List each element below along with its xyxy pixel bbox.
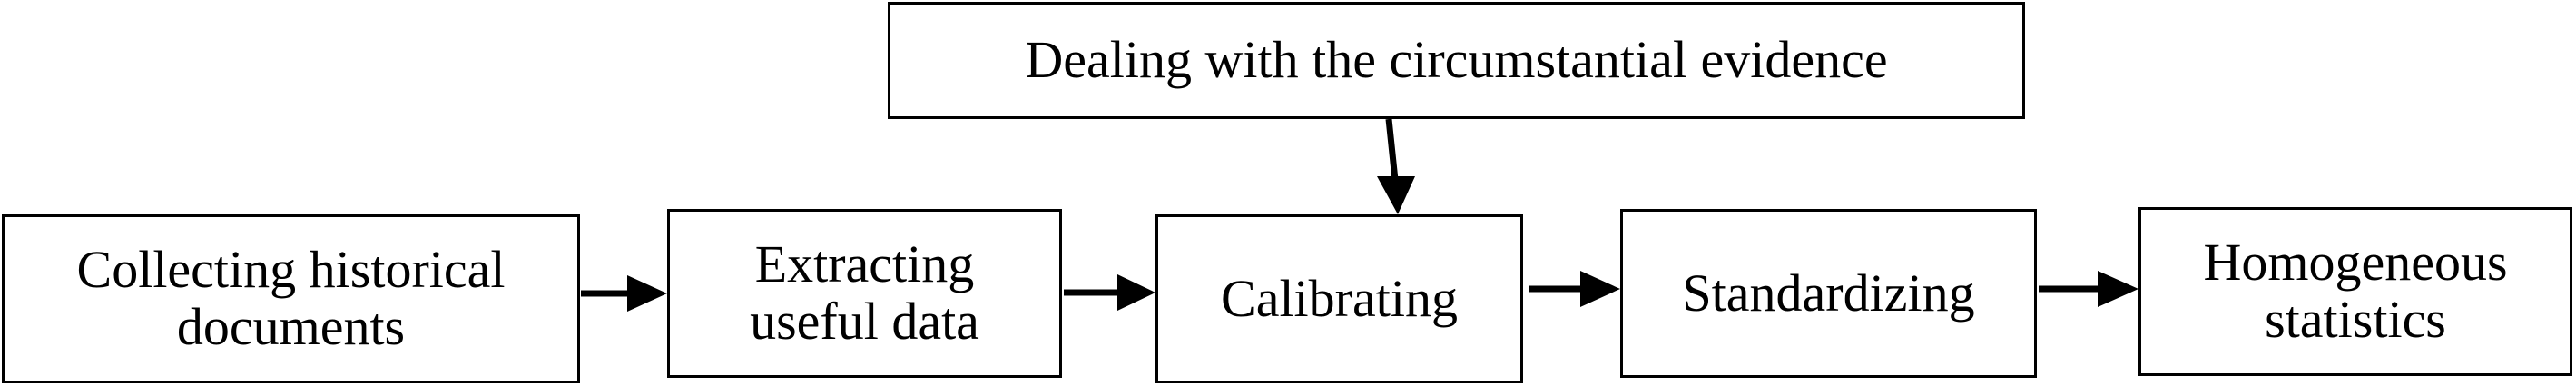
step-4-label: Standardizing (1682, 263, 1975, 322)
arrow-line-top-to-calibrating (1385, 118, 1399, 181)
step-standardizing-box: Standardizing (1620, 209, 2037, 378)
step-calibrating-box: Calibrating (1155, 214, 1523, 383)
step-3-label: Calibrating (1221, 268, 1458, 328)
circumstantial-evidence-label: Dealing with the circumstantial evidence (1025, 30, 1888, 90)
step-1-line-1: Collecting historical (76, 240, 506, 300)
step-extracting-data-box: Extracting useful data (667, 209, 1062, 378)
step-2-line-1: Extracting (754, 234, 975, 294)
step-homogeneous-statistics-box: Homogeneous statistics (2138, 207, 2572, 376)
step-collecting-documents-box: Collecting historical documents (2, 214, 580, 383)
step-5-line-2: statistics (2265, 290, 2446, 349)
arrowhead-right-icon-4 (2098, 271, 2138, 307)
step-5-line-1: Homogeneous (2203, 233, 2508, 293)
arrowhead-right-icon-1 (627, 275, 667, 312)
arrowhead-right-icon-2 (1117, 274, 1155, 311)
arrowhead-down-icon (1377, 176, 1415, 214)
step-2-line-2: useful data (750, 292, 979, 351)
arrowhead-right-icon-3 (1580, 271, 1620, 307)
circumstantial-evidence-box: Dealing with the circumstantial evidence (888, 2, 2025, 119)
step-1-line-2: documents (176, 297, 406, 356)
